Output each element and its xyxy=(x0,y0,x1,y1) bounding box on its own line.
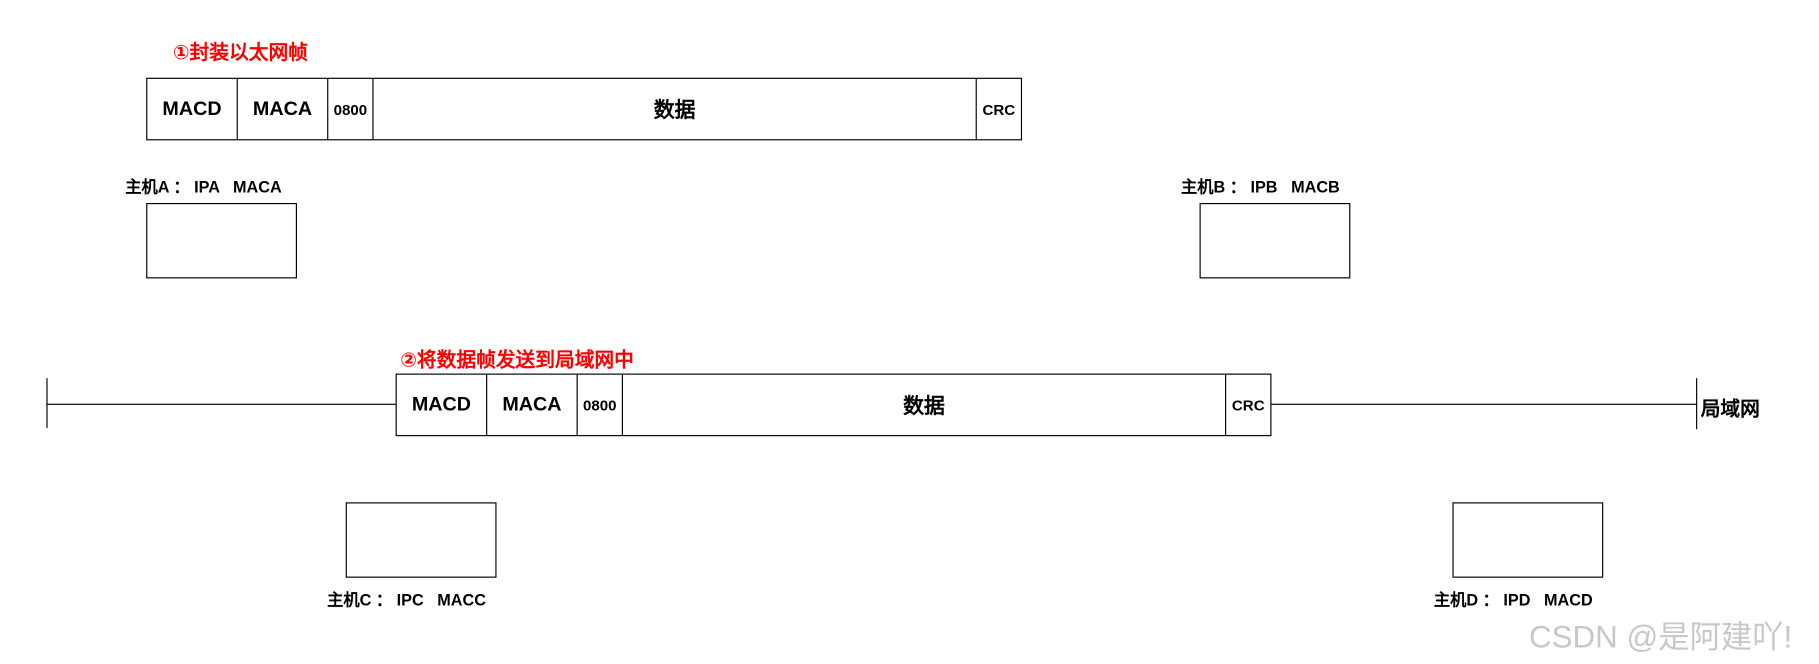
step1-title: ①封装以太网帧 xyxy=(172,41,308,64)
host-d-label: 主机D ： IPD MACD xyxy=(1433,590,1593,610)
host-a-box xyxy=(146,203,297,279)
host-b-label: 主机B ： IPB MACB xyxy=(1180,177,1340,197)
host-a-label: 主机A ： IPA MACA xyxy=(125,177,282,197)
frame-type: 0800 xyxy=(578,374,623,436)
frame-dst-mac: MACD xyxy=(397,374,488,436)
ethernet-frame-2: MACD MACA 0800 数据 CRC xyxy=(395,373,1272,437)
frame-crc: CRC xyxy=(1231,396,1265,414)
ethernet-frame-1: MACD MACA 0800 数据 CRC xyxy=(146,77,1023,141)
frame-src-mac: MACA xyxy=(487,374,578,436)
watermark: CSDN @是阿建吖! xyxy=(1529,619,1793,655)
frame-data: 数据 xyxy=(374,78,977,140)
lan-left-end xyxy=(46,378,48,429)
frame-src-mac: MACA xyxy=(238,78,329,140)
host-c-box xyxy=(345,502,497,578)
host-b-box xyxy=(1199,203,1351,279)
host-d-box xyxy=(1452,502,1604,578)
frame-type: 0800 xyxy=(328,78,374,140)
step2-title: ②将数据帧发送到局域网中 xyxy=(400,349,634,372)
frame-crc: CRC xyxy=(982,100,1016,118)
host-c-label: 主机C ： IPC MACC xyxy=(327,590,486,610)
lan-label: 局域网 xyxy=(1700,397,1760,420)
frame-data: 数据 xyxy=(623,374,1227,436)
lan-right-end xyxy=(1696,378,1698,430)
frame-dst-mac: MACD xyxy=(147,78,238,140)
